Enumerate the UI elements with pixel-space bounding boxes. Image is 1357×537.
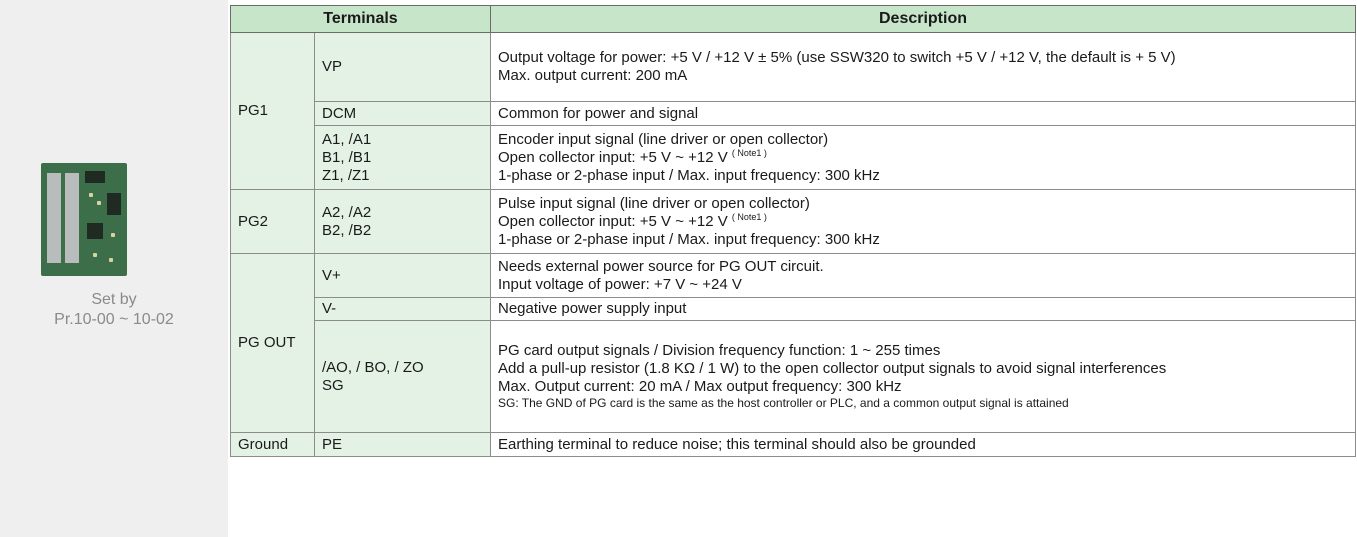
terminal-v-plus: V+: [314, 253, 491, 298]
table-row: V- Negative power supply input: [231, 297, 1356, 321]
side-panel: Set by Pr.10-00 ~ 10-02: [0, 0, 228, 537]
terminals-header: Terminals: [230, 5, 491, 33]
terminal-pe: PE: [314, 432, 491, 457]
table-header-row: Terminals Description: [230, 5, 1356, 33]
group-pg2: PG2: [230, 189, 315, 254]
terminal-vp: VP: [314, 32, 491, 102]
terminals-table: Terminals Description PG1 VP Output volt…: [230, 5, 1356, 457]
note-reference: ( Note1 ): [731, 147, 767, 158]
table-row: DCM Common for power and signal: [231, 101, 1356, 126]
terminal-a1: A1, /A1 B1, /B1 Z1, /Z1: [314, 125, 491, 190]
table-row: /AO, / BO, / ZO SG PG card output signal…: [231, 320, 1356, 433]
table-row: Ground PE Earthing terminal to reduce no…: [230, 432, 1356, 457]
terminal-v-minus: V-: [314, 297, 491, 321]
table-row: PG1 VP Output voltage for power: +5 V / …: [230, 32, 1356, 190]
description-dcm: Common for power and signal: [490, 101, 1356, 126]
description-v-plus: Needs external power source for PG OUT c…: [490, 253, 1356, 298]
parameter-caption: Set by Pr.10-00 ~ 10-02: [54, 291, 174, 328]
pg-card-image: [41, 163, 127, 276]
description-pe: Earthing terminal to reduce noise; this …: [490, 432, 1356, 457]
terminal-dcm: DCM: [314, 101, 491, 126]
description-a1: Encoder input signal (line driver or ope…: [490, 125, 1356, 190]
note-reference: ( Note1 ): [731, 211, 767, 222]
description-header: Description: [490, 5, 1356, 33]
description-vp: Output voltage for power: +5 V / +12 V ±…: [490, 32, 1356, 102]
description-a2: Pulse input signal (line driver or open …: [490, 189, 1356, 254]
description-v-minus: Negative power supply input: [490, 297, 1356, 321]
terminal-a2: A2, /A2 B2, /B2: [314, 189, 491, 254]
group-pg1: PG1: [230, 32, 315, 190]
table-row: PG2 A2, /A2 B2, /B2 Pulse input signal (…: [230, 189, 1356, 254]
description-ao: PG card output signals / Division freque…: [490, 320, 1356, 433]
table-row: A1, /A1 B1, /B1 Z1, /Z1 Encoder input si…: [231, 125, 1356, 190]
group-ground: Ground: [230, 432, 315, 457]
group-pg-out: PG OUT: [230, 253, 315, 433]
terminal-ao: /AO, / BO, / ZO SG: [314, 320, 491, 433]
table-row: PG OUT V+ Needs external power source fo…: [230, 253, 1356, 433]
